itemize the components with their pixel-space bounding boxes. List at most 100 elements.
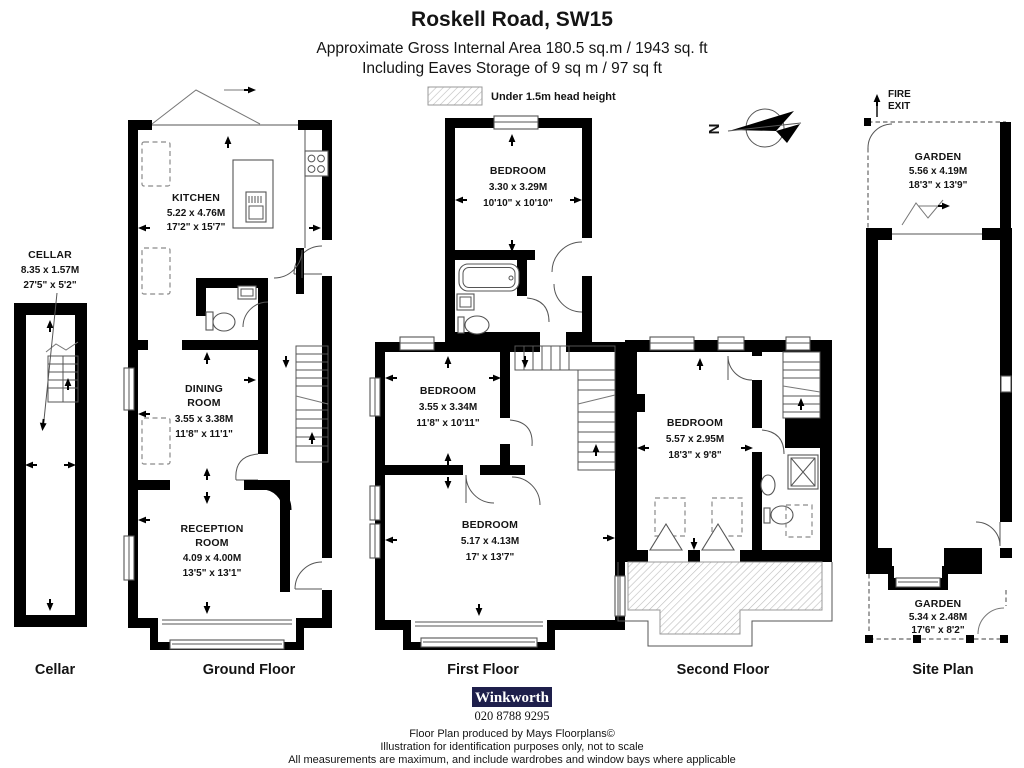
opening: [148, 340, 182, 350]
page-title: Roskell Road, SW15: [411, 8, 613, 31]
eaves-storage-hatch: [627, 561, 823, 635]
floor-label-site: Site Plan: [912, 662, 973, 678]
toilet-icon: [464, 315, 490, 335]
first-stairs-icon: [514, 345, 616, 471]
front-door-arc: [975, 521, 1001, 547]
eaves-door-gap: [700, 550, 740, 562]
room-imperial: 11'8" x 10'11": [416, 418, 479, 429]
site-plan: FIRE EXIT GARDEN 5.56 x 4.19M 18'3" x 13…: [864, 89, 1012, 643]
skylight-dashed-box: [141, 141, 171, 465]
cellar-leader-line: [43, 292, 58, 421]
bay-floor: [158, 618, 296, 642]
room-metric: 3.55 x 3.34M: [419, 402, 477, 413]
room-name: GARDEN: [915, 151, 962, 163]
brand-phone: 020 8788 9295: [475, 709, 550, 723]
floor-label-first: First Floor: [447, 662, 519, 678]
boundary-wall: [1000, 122, 1011, 230]
window-icon: [1000, 375, 1012, 393]
room-imperial: 27'5" x 5'2": [23, 280, 76, 291]
shower-room-door-arc: [761, 429, 785, 455]
ground-stairs-icon: [282, 345, 329, 463]
room-imperial: 17'2" x 15'7": [167, 222, 226, 233]
legend: Under 1.5m head height: [427, 86, 616, 106]
ground-floor-area: [138, 130, 322, 618]
credit-line: Floor Plan produced by Mays Floorplans©: [409, 728, 615, 740]
toilet-icon: [770, 505, 794, 525]
wc-wall: [196, 288, 206, 316]
reception-door-arc: [294, 561, 323, 590]
cellar-plan: CELLAR 8.35 x 1.57M 27'5" x 5'2": [14, 249, 87, 627]
floor-label-ground: Ground Floor: [203, 662, 296, 678]
house-wall: [982, 228, 1012, 240]
room-imperial: 13'5" x 13'1": [183, 568, 242, 579]
room-metric: 5.22 x 4.76M: [167, 208, 225, 219]
bathtub-inner: [462, 267, 516, 288]
toilet-cistern-icon: [457, 316, 465, 334]
compass-axis: [727, 122, 802, 132]
curved-wall: [261, 480, 292, 511]
bathroom-wall: [517, 260, 527, 320]
house-wall: [1000, 228, 1012, 558]
room-metric: 4.09 x 4.00M: [183, 553, 241, 564]
ground-floor-plan: KITCHEN 5.22 x 4.76M 17'2" x 15'7" DININ…: [123, 86, 332, 650]
toilet-cistern-icon: [205, 311, 214, 331]
door-gap: [582, 238, 592, 276]
gate-arc: [977, 607, 1005, 635]
second-floor-plan: BEDROOM 5.57 x 2.95M 18'3" x 9'8": [617, 336, 833, 647]
bath-drain: [508, 275, 514, 281]
house-wall: [866, 228, 878, 558]
second-floor-area: [637, 352, 820, 550]
winkworth-logo: [472, 687, 552, 707]
stair-opening: [540, 330, 566, 354]
gate-post: [864, 118, 871, 126]
bay-sill-lines: [162, 619, 292, 625]
hall-wall-stub: [296, 248, 304, 294]
entrance-door-gap: [322, 240, 332, 276]
bedroom-door-gap: [500, 418, 510, 444]
bathroom-wall: [455, 250, 535, 260]
door-swing-zigzag: [901, 199, 944, 226]
bay-floor: [894, 566, 942, 578]
room-metric: 5.34 x 2.48M: [909, 612, 967, 623]
floor-label-second: Second Floor: [677, 662, 770, 678]
dining-door-gap: [258, 454, 268, 480]
room-metric: 3.30 x 3.29M: [489, 182, 547, 193]
room-name: CELLAR: [28, 249, 72, 261]
room-imperial: 10'10" x 10'10": [483, 198, 553, 209]
floor-label-cellar: Cellar: [35, 662, 76, 678]
window-icon: [649, 336, 811, 351]
reception-right-wall: [280, 490, 290, 592]
skylight-dashed-box: [785, 504, 813, 538]
room-imperial: 17'6" x 8'2": [911, 625, 964, 636]
eaves-door-leaf: [701, 522, 735, 551]
floor-labels: Cellar Ground Floor First Floor Second F…: [35, 662, 974, 678]
compass-needle-tail-icon: [776, 124, 800, 143]
toilet-cistern-icon: [763, 507, 771, 524]
fire-exit-label: EXIT: [888, 101, 910, 112]
partition-wall: [138, 480, 170, 490]
basin-icon: [456, 293, 475, 311]
toilet-icon: [212, 312, 236, 332]
basin-bowl: [240, 288, 254, 297]
room-metric: 5.56 x 4.19M: [909, 166, 967, 177]
room-name: ROOM: [187, 397, 221, 409]
stair-wall: [785, 418, 820, 448]
wc-door-arc: [242, 301, 269, 328]
room-metric: 5.17 x 4.13M: [461, 536, 519, 547]
dining-top-wall: [138, 340, 268, 350]
window-icon: [369, 115, 626, 617]
partition-wall: [480, 465, 525, 475]
legend-label: Under 1.5m head height: [491, 91, 616, 103]
brand-name: Winkworth: [475, 690, 550, 706]
bay-sill-lines: [415, 621, 543, 627]
basin-bowl: [459, 296, 472, 308]
bedroom-door-arc: [509, 419, 533, 447]
room-name: BEDROOM: [667, 417, 723, 429]
bathroom-door-gap: [517, 296, 527, 320]
dining-right-wall: [258, 350, 268, 480]
bathroom-door-arc: [526, 297, 550, 323]
shower-room-door-gap: [752, 428, 762, 452]
landing-door-arc: [511, 476, 541, 506]
partition-wall: [375, 465, 463, 475]
